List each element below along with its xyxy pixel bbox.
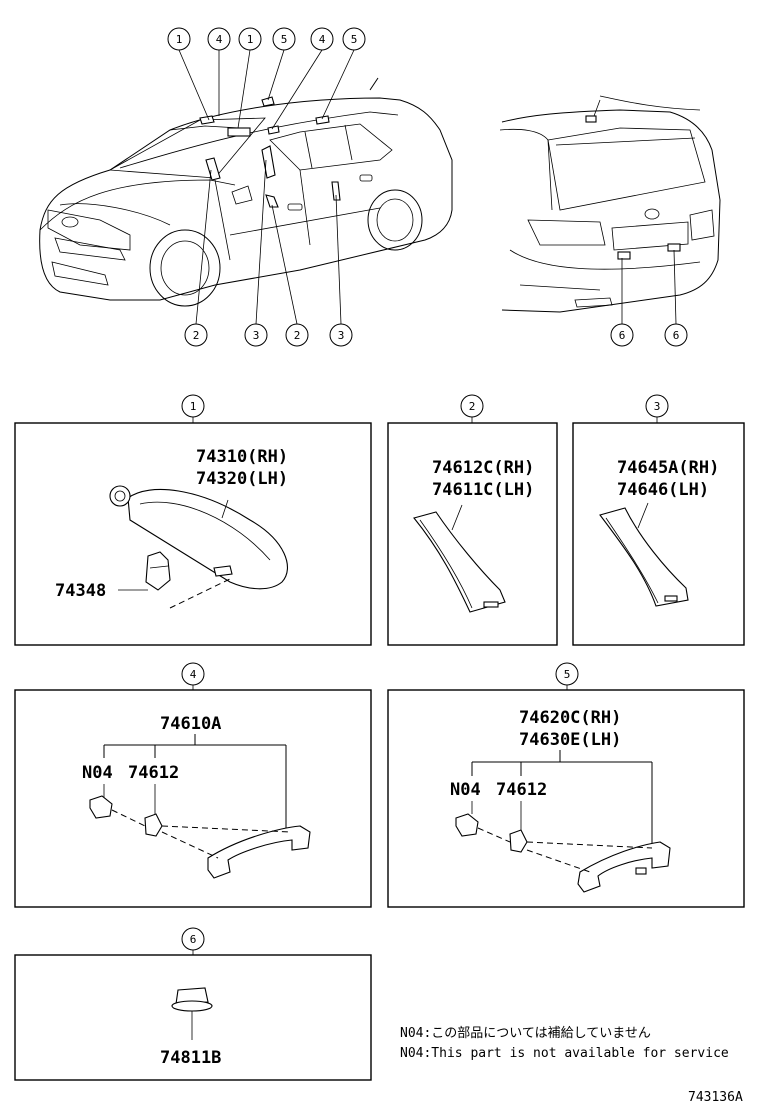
panel-2-part-lh: 74611C(LH): [432, 480, 534, 500]
svg-text:5: 5: [281, 33, 288, 46]
panel-1-callout: 1: [181, 394, 205, 418]
svg-text:3: 3: [253, 329, 260, 342]
callout-2-bottom-a: 2: [184, 323, 208, 347]
panel-3-part-lh: 74646(LH): [617, 480, 709, 500]
callout-4-top-b: 4: [310, 27, 334, 51]
panel-3-box: [572, 422, 745, 646]
panel-5-part-lh: 74630E(LH): [519, 730, 621, 750]
lamp-cover-drawing: [171, 987, 213, 1040]
svg-text:3: 3: [654, 400, 661, 413]
leader-lines-rear: [621, 249, 677, 325]
panel-1-box: [14, 422, 372, 646]
svg-text:1: 1: [247, 33, 254, 46]
panel-6-callout: 6: [181, 927, 205, 951]
svg-text:5: 5: [351, 33, 358, 46]
svg-text:6: 6: [619, 329, 626, 342]
panel-1-part-lh: 74320(LH): [196, 469, 288, 489]
callout-1-top-a: 1: [167, 27, 191, 51]
callout-4-top-a: 4: [207, 27, 231, 51]
svg-text:2: 2: [469, 400, 476, 413]
figure-reference-code: 743136A: [688, 1090, 743, 1105]
svg-text:4: 4: [216, 33, 223, 46]
svg-text:6: 6: [190, 933, 197, 946]
panel-3-callout: 3: [645, 394, 669, 418]
panel-6-box: [14, 954, 372, 1081]
callout-3-bottom-b: 3: [329, 323, 353, 347]
callout-1-top-b: 1: [238, 27, 262, 51]
panel-5-part-n04: N04: [450, 780, 481, 800]
callout-6-rear-b: 6: [664, 323, 688, 347]
svg-text:5: 5: [564, 668, 571, 681]
callout-2-bottom-b: 2: [285, 323, 309, 347]
callout-6-rear-a: 6: [610, 323, 634, 347]
panel-4-part-assembly: 74610A: [160, 714, 221, 734]
car-rear-view: [499, 95, 721, 313]
callout-5-top-a: 5: [272, 27, 296, 51]
panel-4-part-cap: 74612: [128, 763, 179, 783]
callout-3-bottom-a: 3: [244, 323, 268, 347]
car-front-view: [39, 77, 453, 307]
assist-grip-5-drawing: [455, 801, 671, 893]
callout-5-top-b: 5: [342, 27, 366, 51]
note-english: N04:This part is not available for servi…: [400, 1046, 729, 1061]
svg-text:1: 1: [176, 33, 183, 46]
sun-visor-drawing: [109, 485, 288, 609]
pillar-garnish-2-drawing: [413, 504, 506, 613]
panel-5-part-rh: 74620C(RH): [519, 708, 621, 728]
svg-text:6: 6: [673, 329, 680, 342]
note-japanese: N04:この部品については補給していません: [400, 1026, 651, 1041]
svg-text:1: 1: [190, 400, 197, 413]
panel-5-part-cap: 74612: [496, 780, 547, 800]
panel-4-part-n04: N04: [82, 763, 113, 783]
panel-5-callout: 5: [555, 662, 579, 686]
panel-2-part-rh: 74612C(RH): [432, 458, 534, 478]
panel-6-part-cover: 74811B: [160, 1048, 221, 1068]
svg-text:4: 4: [319, 33, 326, 46]
panel-5-box: [387, 689, 745, 908]
pillar-garnish-3-drawing: [599, 502, 689, 607]
panel-1-part-holder: 74348: [55, 581, 106, 601]
svg-text:4: 4: [190, 668, 197, 681]
leader-lines-front: [178, 49, 355, 325]
svg-text:3: 3: [338, 329, 345, 342]
panel-1-part-rh: 74310(RH): [196, 447, 288, 467]
panel-2-box: [387, 422, 558, 646]
svg-text:2: 2: [193, 329, 200, 342]
svg-text:2: 2: [294, 329, 301, 342]
panel-2-callout: 2: [460, 394, 484, 418]
assist-grip-4-drawing: [89, 784, 311, 879]
panel-4-callout: 4: [181, 662, 205, 686]
panel-4-box: [14, 689, 372, 908]
panel-3-part-rh: 74645A(RH): [617, 458, 719, 478]
